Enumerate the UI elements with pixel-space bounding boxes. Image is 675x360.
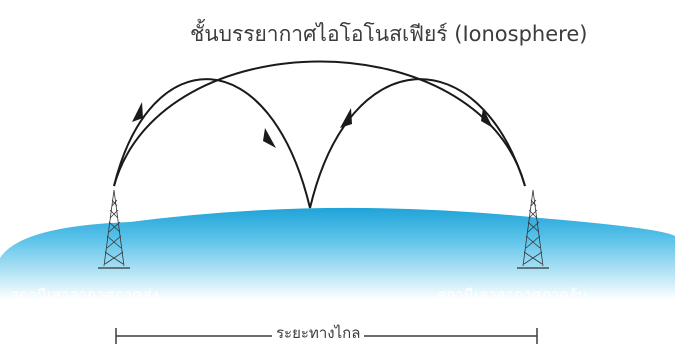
receiver-station-label: สถานีเสาอากาศภาคร้บ	[437, 283, 587, 307]
arrowhead-icon	[263, 128, 276, 148]
multi-hop-ray-2	[310, 79, 525, 208]
transmitter-station-label: สถานีเสาอากาศภาคส่ง	[10, 283, 159, 307]
single-hop-ray	[114, 62, 525, 187]
multi-hop-ray-1	[114, 79, 310, 208]
diagram-title: ชั้นบรรยากาศไอโอโนสเฟียร์ (Ionosphere)	[190, 18, 587, 51]
distance-label: ระยะทางไกล	[272, 321, 364, 345]
arrowhead-icon	[340, 108, 352, 128]
